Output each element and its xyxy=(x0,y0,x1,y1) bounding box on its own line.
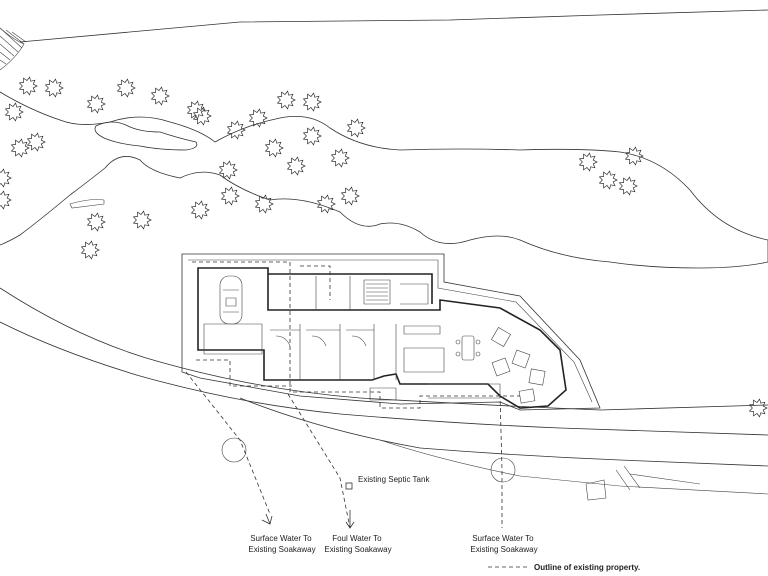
tree-symbol xyxy=(116,78,136,98)
road-edge-lower xyxy=(0,321,768,436)
garden-boundary xyxy=(181,253,601,411)
tree-symbol xyxy=(748,398,768,418)
tree-symbol xyxy=(578,152,598,172)
tree-symbol xyxy=(10,138,30,158)
surface-water-right-label: Surface Water To Existing Soakaway xyxy=(470,534,537,554)
foul-water-run xyxy=(287,393,351,529)
woodland-contour xyxy=(0,91,768,269)
track-edge xyxy=(239,397,768,467)
tree-symbol xyxy=(254,194,274,214)
trees xyxy=(0,76,768,418)
tree-symbol xyxy=(330,148,350,168)
hatched-embankment xyxy=(0,27,27,71)
tree-symbol xyxy=(264,138,284,158)
tree-symbol xyxy=(226,120,246,140)
tree-symbol xyxy=(86,94,106,114)
tree-symbol xyxy=(190,200,210,220)
entrance-splay xyxy=(615,465,701,491)
upper-boundary-line xyxy=(19,9,768,43)
lounge-furniture-icon xyxy=(491,327,546,404)
tree-symbol xyxy=(302,92,322,112)
tree-symbol xyxy=(276,90,296,110)
existing-property-outline xyxy=(192,261,520,409)
surface-water-run-right xyxy=(499,393,503,528)
soakaway-left xyxy=(221,437,247,463)
tree-symbol xyxy=(192,106,212,126)
tree-symbol xyxy=(4,102,24,122)
pond-outline xyxy=(94,121,198,151)
septic-tank-label: Existing Septic Tank xyxy=(358,475,430,484)
tree-symbol xyxy=(132,210,152,230)
car-icon xyxy=(219,275,243,325)
surface-water-left-label: Surface Water To Existing Soakaway xyxy=(248,534,315,554)
legend-label: Outline of existing property. xyxy=(534,563,640,572)
tree-symbol xyxy=(598,170,618,190)
tree-symbol xyxy=(80,240,100,260)
parking-bay xyxy=(585,479,607,501)
tree-symbol xyxy=(86,212,106,232)
house-plan xyxy=(197,267,567,409)
tree-symbol xyxy=(302,126,322,146)
foul-water-label: Foul Water To Existing Soakaway xyxy=(324,534,391,554)
foul-arrow xyxy=(345,510,355,529)
tree-symbol xyxy=(248,108,268,128)
tree-symbol xyxy=(18,76,38,96)
tree-symbol xyxy=(618,176,638,196)
tree-symbol xyxy=(150,86,170,106)
tree-symbol xyxy=(286,156,306,176)
tree-symbol xyxy=(0,190,12,210)
soakaway-right xyxy=(490,457,516,483)
garden-boundary-inner xyxy=(188,259,593,403)
septic-tank-marker xyxy=(345,482,353,490)
ridge-line xyxy=(69,199,105,209)
surface-arrow-left xyxy=(261,513,273,525)
tree-symbol xyxy=(624,146,644,166)
tree-symbol xyxy=(346,118,366,138)
dining-table-icon xyxy=(455,335,481,361)
tree-symbol xyxy=(218,160,238,180)
existing-property-outline-c xyxy=(300,265,331,300)
surface-water-run-left xyxy=(185,371,271,515)
tree-symbol xyxy=(316,194,336,214)
tree-symbol xyxy=(340,186,360,206)
tree-symbol xyxy=(220,186,240,206)
existing-property-outline-b xyxy=(196,359,292,387)
tree-symbol xyxy=(0,168,12,188)
tree-symbol xyxy=(186,100,206,120)
tree-symbol xyxy=(44,78,64,98)
track-edge-lower xyxy=(379,439,768,495)
road-edge-upper xyxy=(0,287,768,411)
tree-symbol xyxy=(26,132,46,152)
